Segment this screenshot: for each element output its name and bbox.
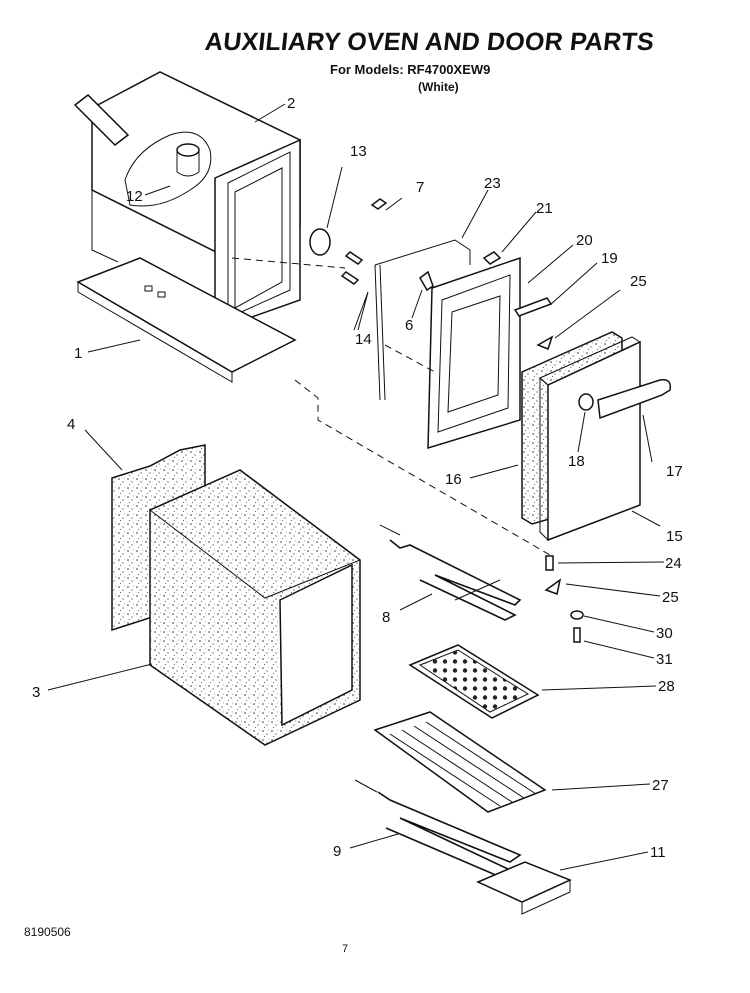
door-handle-part xyxy=(597,378,672,420)
callout-13: 13 xyxy=(350,143,367,160)
callout-16: 16 xyxy=(445,471,462,488)
bracket-21-part xyxy=(482,251,502,265)
callout-17: 17 xyxy=(666,463,683,480)
washer-30-part xyxy=(570,610,584,620)
screw-6-part xyxy=(419,270,434,292)
broiler-pan-part xyxy=(408,644,540,719)
callout-20: 20 xyxy=(576,232,593,249)
callout-14: 14 xyxy=(355,331,372,348)
door-gasket-part xyxy=(374,239,471,401)
document-number: 8190506 xyxy=(24,925,71,939)
page-number: 7 xyxy=(342,943,349,955)
leader-lines xyxy=(47,103,665,871)
callout-19: 19 xyxy=(601,250,618,267)
insulation-wrap-part xyxy=(149,469,362,746)
assembly-line xyxy=(294,379,551,556)
clip-part xyxy=(370,198,388,210)
callout-21: 21 xyxy=(536,200,553,217)
pin-24-part xyxy=(545,555,554,571)
screws-part xyxy=(340,251,364,285)
color-line: (White) xyxy=(418,80,459,94)
bottom-panel-part xyxy=(76,257,297,383)
plug-part xyxy=(309,228,331,256)
heat-shield-part xyxy=(476,861,572,915)
callout-7: 7 xyxy=(416,179,424,196)
callout-28: 28 xyxy=(658,678,675,695)
bake-element-part xyxy=(379,524,522,621)
callout-23: 23 xyxy=(484,175,501,192)
callout-31: 31 xyxy=(656,651,673,668)
callout-12: 12 xyxy=(126,188,143,205)
assembly-line xyxy=(231,257,346,269)
clip-25-bottom-part xyxy=(544,578,562,595)
callout-4: 4 xyxy=(67,416,75,433)
callout-8: 8 xyxy=(382,609,390,626)
callout-numbers: 2 12 13 7 23 21 20 19 25 6 14 1 4 18 16 … xyxy=(32,95,683,861)
knob-18-part xyxy=(578,393,594,411)
screw-31-part xyxy=(573,627,581,643)
callout-15: 15 xyxy=(666,528,683,545)
callout-6: 6 xyxy=(405,317,413,334)
callout-9: 9 xyxy=(333,843,341,860)
callout-25-top: 25 xyxy=(630,273,647,290)
models-line: For Models: RF4700XEW9 xyxy=(330,62,491,77)
callout-3: 3 xyxy=(32,684,40,701)
oven-cavity-part xyxy=(73,71,301,332)
assembly-line xyxy=(384,344,436,373)
callout-30: 30 xyxy=(656,625,673,642)
callout-25-bottom: 25 xyxy=(662,589,679,606)
callout-27: 27 xyxy=(652,777,669,794)
callout-1: 1 xyxy=(74,345,82,362)
inner-door-panel-part xyxy=(427,256,521,450)
outer-door-part xyxy=(539,336,642,542)
clip-25-top-part xyxy=(536,335,554,350)
oven-rack-part xyxy=(373,711,547,813)
callout-11: 11 xyxy=(650,844,666,861)
callout-2: 2 xyxy=(287,95,295,112)
callout-18: 18 xyxy=(568,453,585,470)
callout-24: 24 xyxy=(665,555,682,572)
